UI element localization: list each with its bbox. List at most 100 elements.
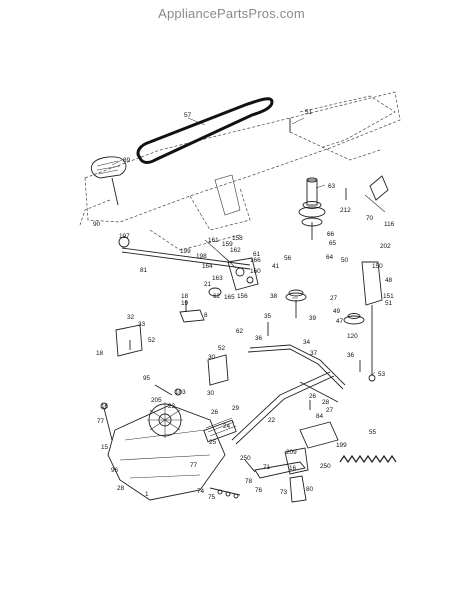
callout-163: 163: [212, 275, 223, 282]
callout-33: 33: [138, 321, 146, 328]
callout-30: 30: [208, 354, 216, 361]
lower-right-plate: [284, 421, 339, 475]
callout-28: 28: [322, 399, 330, 406]
callout-78: 78: [245, 478, 253, 485]
callout-37: 37: [310, 350, 318, 357]
transaxle: [100, 402, 237, 501]
callout-159: 159: [222, 241, 233, 248]
callout-52b: 52: [218, 345, 226, 352]
callout-77b: 77: [190, 462, 198, 469]
callout-labels: 57 89 90 51 63 212 70 116 197 158 161 19…: [93, 109, 395, 501]
engine-pulley: [298, 177, 326, 240]
callout-62: 62: [213, 293, 221, 300]
callout-90: 90: [93, 221, 101, 228]
callout-36b: 36: [347, 352, 355, 359]
callout-198: 198: [196, 253, 207, 260]
callout-61: 61: [253, 251, 261, 258]
callout-50: 50: [341, 257, 349, 264]
clutch-lever: [179, 300, 205, 323]
callout-28b: 28: [117, 485, 125, 492]
callout-156: 156: [237, 293, 248, 300]
callout-202: 202: [380, 243, 391, 250]
callout-26b: 26: [309, 393, 317, 400]
lower-hardware: [209, 487, 241, 499]
callout-75: 75: [208, 494, 216, 501]
callout-95: 95: [143, 375, 151, 382]
callout-15: 15: [101, 444, 109, 451]
idler-pulley-center: [285, 289, 307, 318]
callout-29: 29: [232, 405, 240, 412]
right-idler-assembly: [343, 261, 383, 382]
callout-18: 18: [181, 293, 189, 300]
callout-63: 63: [328, 183, 336, 190]
callout-197: 197: [119, 233, 130, 240]
callout-64: 64: [326, 254, 334, 261]
callout-96: 96: [111, 467, 119, 474]
callout-53: 53: [378, 371, 386, 378]
lower-linkage: [244, 459, 307, 503]
callout-73: 73: [280, 489, 288, 496]
fasteners: [129, 118, 361, 410]
callout-35: 35: [264, 313, 272, 320]
extension-spring: [339, 454, 397, 464]
callout-38: 38: [270, 293, 278, 300]
callout-26: 26: [211, 409, 219, 416]
callout-205: 205: [151, 397, 162, 404]
callout-76: 76: [255, 487, 263, 494]
callout-22: 22: [268, 417, 276, 424]
callout-162: 162: [230, 247, 241, 254]
callout-165: 165: [224, 294, 235, 301]
callout-23: 23: [168, 403, 176, 410]
callout-47: 47: [336, 318, 344, 325]
callout-84: 84: [316, 413, 324, 420]
callout-209: 209: [286, 449, 297, 456]
callout-151: 151: [383, 293, 394, 300]
callout-103: 103: [175, 389, 186, 396]
callout-166: 166: [250, 257, 261, 264]
callout-25: 25: [209, 439, 217, 446]
callout-34: 34: [303, 339, 311, 346]
callout-80: 80: [306, 486, 314, 493]
idler-bracket: [364, 175, 389, 213]
callout-199: 199: [180, 248, 191, 255]
callout-57: 57: [184, 112, 192, 119]
callout-19: 19: [181, 300, 189, 307]
callout-77: 77: [97, 418, 105, 425]
callout-49: 49: [333, 308, 341, 315]
callout-62b: 62: [236, 328, 244, 335]
drive-belt: [136, 97, 274, 164]
callout-39: 39: [309, 315, 317, 322]
callout-199b: 199: [336, 442, 347, 449]
callout-116: 116: [384, 221, 395, 228]
callout-8: 8: [204, 312, 208, 319]
callout-89: 89: [123, 157, 131, 164]
brake-linkage: [204, 239, 259, 297]
callout-27: 27: [330, 295, 338, 302]
tension-rods: [231, 344, 346, 445]
callout-74: 74: [197, 488, 205, 495]
callout-55: 55: [369, 429, 377, 436]
callout-65: 65: [329, 240, 337, 247]
callout-161: 161: [208, 237, 219, 244]
callout-30b: 30: [207, 390, 215, 397]
callout-70: 70: [366, 215, 374, 222]
callout-160: 160: [250, 268, 261, 275]
callout-1: 1: [145, 491, 149, 498]
callout-52: 52: [148, 337, 156, 344]
callout-250: 250: [240, 455, 251, 462]
callout-24: 24: [223, 423, 231, 430]
callout-250b: 250: [320, 463, 331, 470]
callout-51: 51: [305, 109, 313, 116]
callout-66: 66: [327, 231, 335, 238]
callout-51b: 51: [385, 300, 393, 307]
callout-81: 81: [140, 267, 148, 274]
frame-outline: [79, 91, 401, 251]
callout-27b: 27: [326, 407, 334, 414]
callout-16b: 16: [289, 465, 297, 472]
callout-48: 48: [385, 277, 393, 284]
callout-56: 56: [284, 255, 292, 262]
lever-205: [154, 384, 182, 396]
watermark-text: AppliancePartsPros.com: [158, 6, 305, 21]
bracket-plates: [115, 324, 229, 386]
